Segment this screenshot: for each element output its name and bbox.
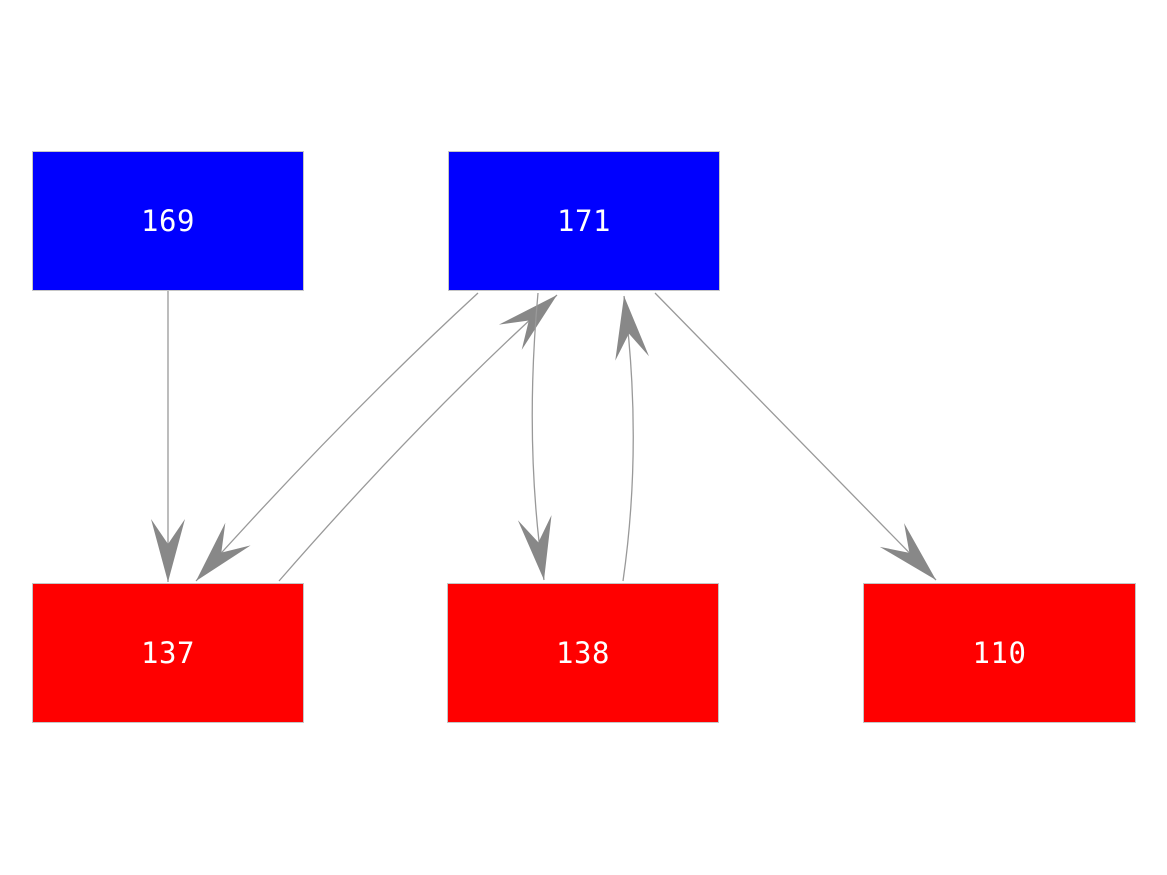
edge-138-to-171 [615, 295, 649, 582]
node-label: 137 [141, 635, 195, 670]
node-137: 137 [32, 583, 304, 723]
node-110: 110 [863, 583, 1136, 723]
edge-171-to-110 [654, 292, 937, 581]
node-label: 171 [557, 203, 611, 238]
node-169: 169 [32, 151, 304, 291]
node-171: 171 [448, 151, 720, 291]
edge-171-to-138 [517, 292, 552, 581]
node-label: 169 [141, 203, 195, 238]
node-label: 138 [556, 635, 610, 670]
node-138: 138 [447, 583, 719, 723]
edge-137-to-171 [278, 294, 558, 582]
edge-171-to-137 [195, 292, 479, 582]
node-label: 110 [972, 635, 1027, 670]
